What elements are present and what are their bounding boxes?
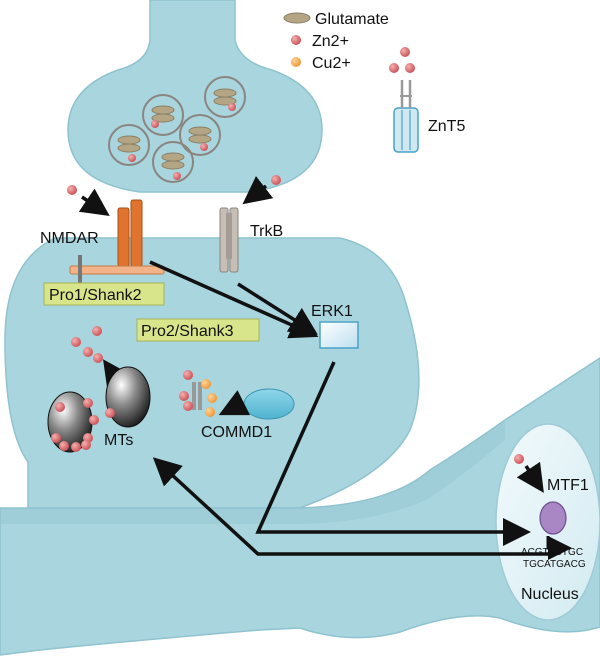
glutamate-legend-icon bbox=[283, 12, 311, 24]
vesicle bbox=[179, 114, 221, 156]
erk1-label: ERK1 bbox=[311, 303, 353, 320]
free-zinc bbox=[71, 326, 131, 391]
pro1-shank2-label: Pro1/Shank2 bbox=[49, 287, 142, 304]
glutamate-vesicles bbox=[108, 76, 246, 183]
pro2-shank3-box: Pro2/Shank3 bbox=[136, 318, 260, 342]
vesicle bbox=[142, 94, 184, 136]
zinc-to-nmdar bbox=[67, 185, 110, 216]
signaling-arrows bbox=[149, 260, 319, 339]
vesicle bbox=[152, 141, 194, 183]
legend: Glutamate Zn2+ Cu2+ bbox=[283, 11, 389, 72]
znt5-transporter: ZnT5 bbox=[389, 47, 465, 153]
commd1-complex: COMMD1 bbox=[179, 370, 295, 441]
commd1-label: COMMD1 bbox=[201, 424, 272, 441]
vesicle bbox=[108, 124, 150, 166]
pro1-shank2-box: Pro1/Shank2 bbox=[43, 282, 165, 306]
legend-zinc: Zn2+ bbox=[312, 33, 349, 50]
nuclear-pathway bbox=[152, 361, 548, 556]
copper-legend-icon bbox=[291, 57, 301, 67]
zinc-legend-icon bbox=[291, 35, 301, 45]
zinc-to-trkb bbox=[242, 175, 281, 205]
nmdar-receptor: NMDAR bbox=[40, 199, 165, 299]
mts-label: MTs bbox=[104, 432, 133, 449]
nucleus-label: Nucleus bbox=[521, 586, 579, 603]
legend-glutamate: Glutamate bbox=[315, 11, 389, 28]
metallothioneins: MTs bbox=[47, 366, 151, 453]
pro2-shank3-label: Pro2/Shank3 bbox=[141, 323, 234, 340]
mtf1-factor: MTF1 ACGTACTGC TGCATGACG Nucleus bbox=[514, 454, 589, 603]
trkb-label: TrkB bbox=[250, 223, 283, 240]
presynaptic-terminal bbox=[67, 0, 323, 193]
nmdar-label: NMDAR bbox=[40, 230, 99, 247]
dna-top: ACGTACTGC bbox=[521, 547, 583, 558]
dna-bottom: TGCATGACG bbox=[523, 559, 586, 570]
znt5-label: ZnT5 bbox=[428, 118, 465, 135]
vesicle bbox=[204, 76, 246, 118]
erk1-kinase: ERK1 bbox=[311, 303, 359, 349]
mtf1-label: MTF1 bbox=[547, 477, 589, 494]
trkb-receptor: TrkB bbox=[219, 207, 283, 273]
legend-copper: Cu2+ bbox=[312, 55, 351, 72]
